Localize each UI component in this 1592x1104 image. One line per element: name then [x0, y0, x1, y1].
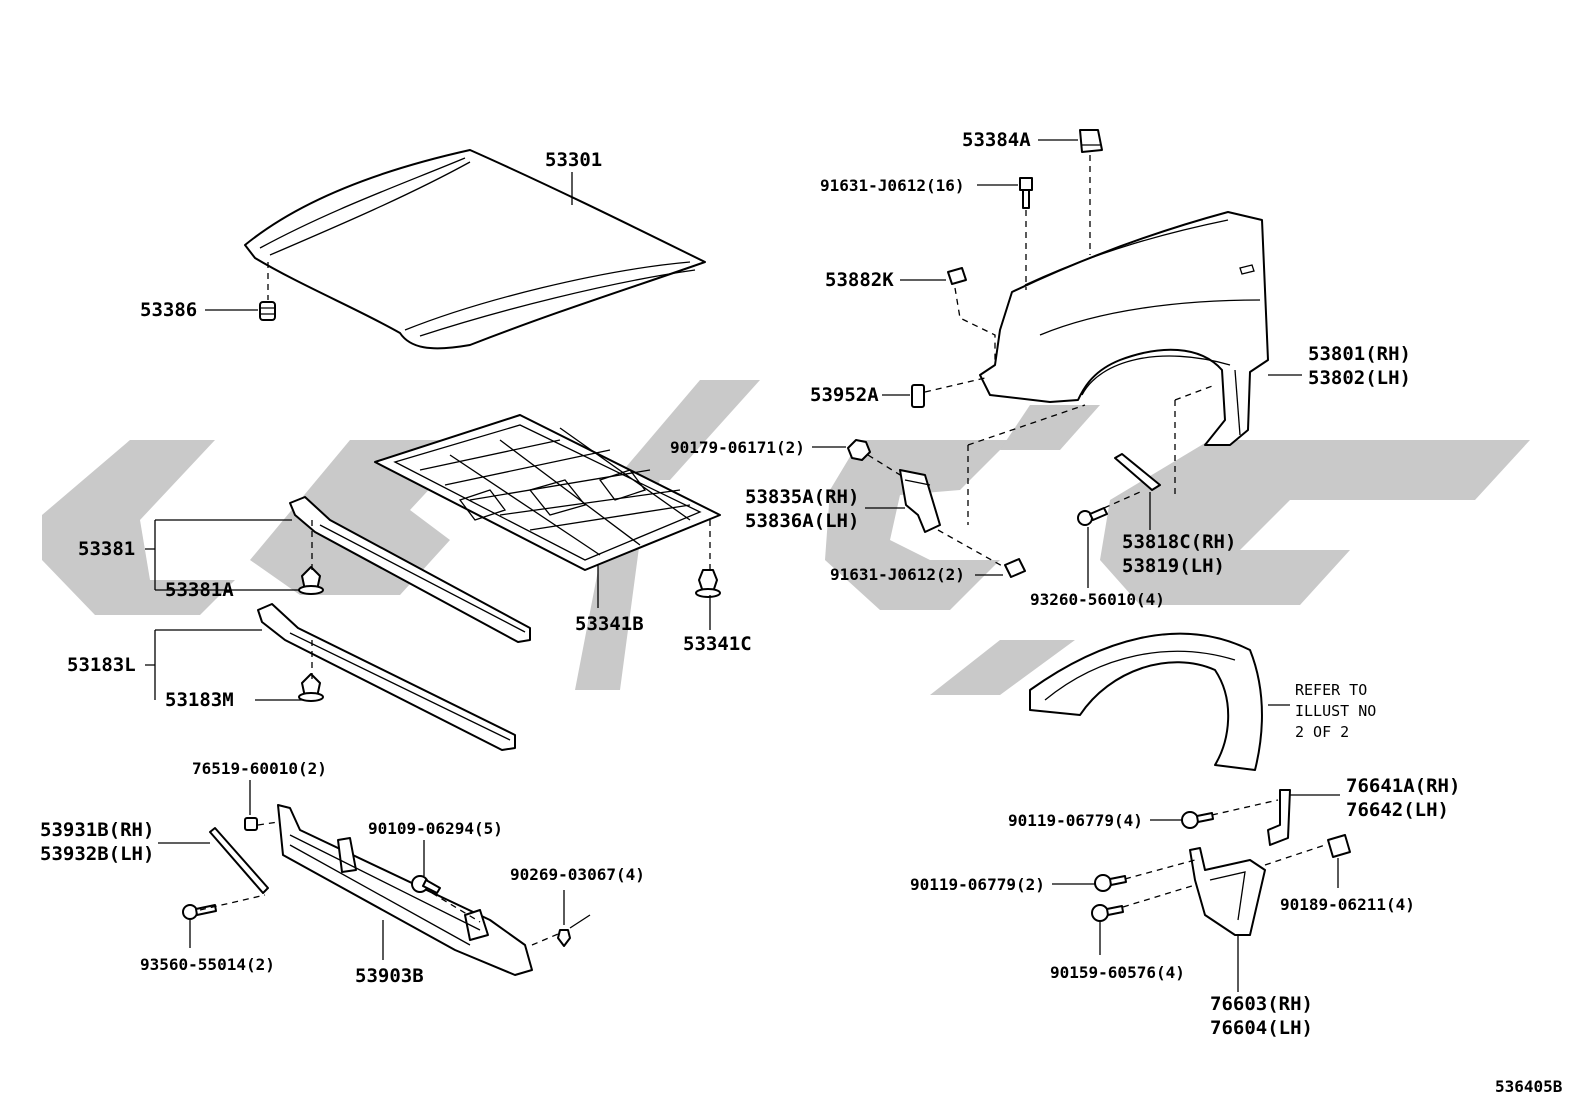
label-insulator-clip: 53341C	[683, 633, 752, 655]
mudguard-bracket[interactable]	[1267, 789, 1291, 846]
mudguard-screw-middle[interactable]	[1094, 874, 1127, 892]
label-refer-line3: 2 OF 2	[1295, 723, 1349, 741]
fender-plug[interactable]	[1079, 129, 1103, 153]
label-fender-bolt-16: 91631-J0612(16)	[820, 176, 965, 195]
label-mudguard-lh: 76604(LH)	[1210, 1017, 1313, 1039]
front-fender[interactable]	[979, 211, 1269, 446]
label-refer-line1: REFER TO	[1295, 681, 1367, 699]
label-bracket-53835-rh: 53835A(RH)	[745, 486, 859, 508]
label-cover-seal-clip: 53183M	[165, 689, 234, 711]
fender-bolt-upper[interactable]	[1019, 177, 1033, 209]
cover-seal[interactable]	[257, 603, 516, 751]
fender-bolt-lower[interactable]	[1004, 558, 1026, 578]
cover-bolt[interactable]	[411, 875, 441, 894]
mudguard-screw-upper[interactable]	[1181, 811, 1214, 829]
diagram-id: 536405B	[1495, 1077, 1563, 1096]
hood-cushion[interactable]	[259, 301, 276, 321]
cover-pin-clip[interactable]	[557, 914, 591, 947]
label-hood-cushion: 53386	[140, 299, 197, 321]
insulator-clip[interactable]	[695, 569, 721, 598]
label-bracket-bolt: 93560-55014(2)	[140, 955, 275, 974]
brace-bolt[interactable]	[1077, 507, 1108, 526]
label-fender-rh: 53801(RH)	[1308, 343, 1411, 365]
fender-seal[interactable]	[947, 267, 967, 285]
hood-insulator[interactable]	[374, 414, 721, 571]
label-fender-pad: 53952A	[810, 384, 879, 406]
lower-cover[interactable]	[277, 804, 533, 976]
cover-seal-clip[interactable]	[298, 673, 324, 702]
fender-liner[interactable]	[1029, 632, 1263, 771]
mudguard[interactable]	[1189, 847, 1266, 936]
label-screw-90119-4: 90119-06779(4)	[1008, 811, 1143, 830]
label-mudguard-bracket-lh: 76642(LH)	[1346, 799, 1449, 821]
label-fender-bolt-2: 91631-J0612(2)	[830, 565, 965, 584]
label-hood-insulator: 53341B	[575, 613, 644, 635]
label-bracket-rh: 53931B(RH)	[40, 819, 154, 841]
watermark-logo	[42, 380, 1530, 695]
label-nut-90189: 90189-06211(4)	[1280, 895, 1415, 914]
label-screw-90159: 90159-60576(4)	[1050, 963, 1185, 982]
label-screw-90119-2: 90119-06779(2)	[910, 875, 1045, 894]
fender-brace[interactable]	[1114, 453, 1161, 491]
side-bracket[interactable]	[209, 827, 269, 894]
label-bracket-53836-lh: 53836A(LH)	[745, 510, 859, 532]
label-cover-clip-bolt: 76519-60010(2)	[192, 759, 327, 778]
label-fender-plug: 53384A	[962, 129, 1031, 151]
support-seal[interactable]	[289, 496, 531, 643]
mudguard-screw-lower[interactable]	[1091, 904, 1124, 922]
label-brace-lh: 53819(LH)	[1122, 555, 1225, 577]
label-bolt-90109: 90109-06294(5)	[368, 819, 503, 838]
label-brace-rh: 53818C(RH)	[1122, 531, 1236, 553]
bracket-nut[interactable]	[847, 439, 871, 461]
fender-bracket[interactable]	[899, 469, 941, 533]
label-refer-line2: ILLUST NO	[1295, 702, 1376, 720]
label-support-seal-clip: 53381A	[165, 579, 234, 601]
fender-pad[interactable]	[911, 384, 925, 408]
label-nut-90179: 90179-06171(2)	[670, 438, 805, 457]
label-clip-90269: 90269-03067(4)	[510, 865, 645, 884]
label-support-seal: 53381	[78, 538, 135, 560]
label-bracket-lh: 53932B(LH)	[40, 843, 154, 865]
label-mudguard-rh: 76603(RH)	[1210, 993, 1313, 1015]
cover-clip[interactable]	[244, 817, 258, 831]
leader-lines	[145, 139, 1340, 992]
label-lower-cover: 53903B	[355, 965, 424, 987]
label-fender-seal: 53882K	[825, 269, 894, 291]
label-mudguard-bracket-rh: 76641A(RH)	[1346, 775, 1460, 797]
label-cover-seal: 53183L	[67, 654, 136, 676]
hood[interactable]	[244, 149, 706, 350]
mudguard-nut[interactable]	[1327, 834, 1351, 858]
label-bolt-93260: 93260-56010(4)	[1030, 590, 1165, 609]
label-hood: 53301	[545, 149, 602, 171]
label-fender-lh: 53802(LH)	[1308, 367, 1411, 389]
